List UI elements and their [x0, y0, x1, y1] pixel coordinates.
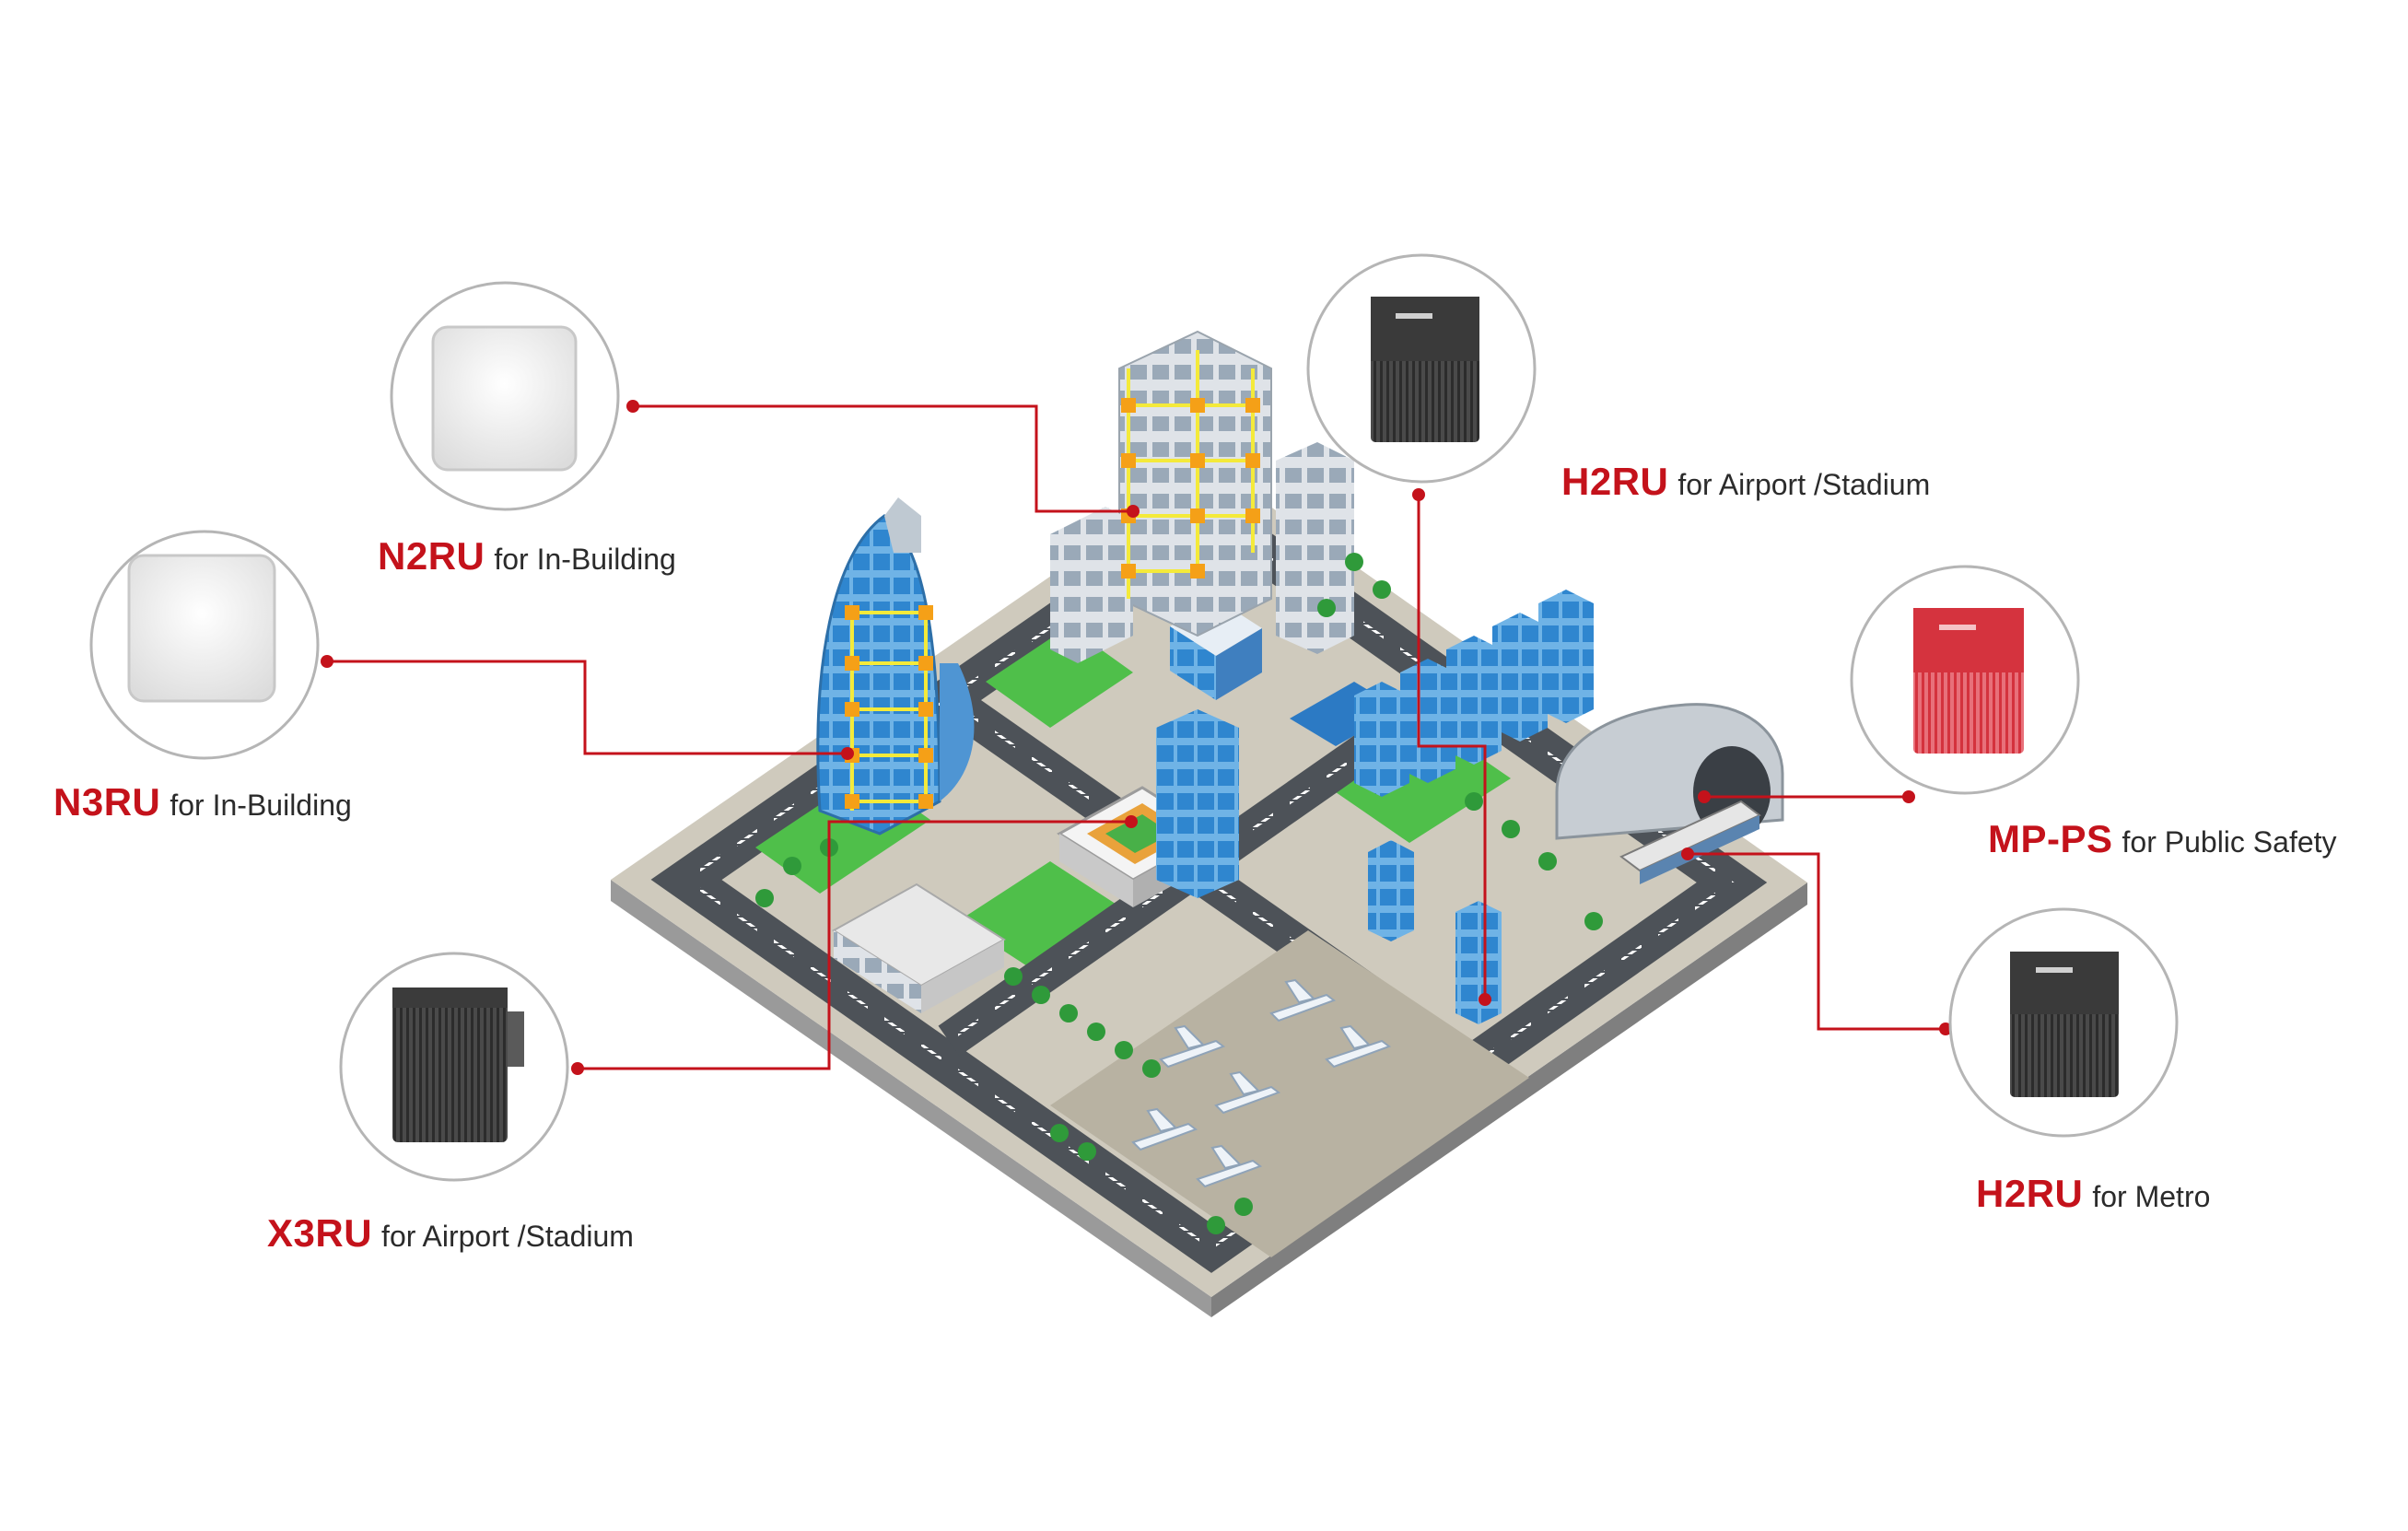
glass-towers — [1156, 590, 1594, 1024]
connector-h2ru-airport — [1417, 495, 1487, 999]
product-desc-n2ru: for In-Building — [494, 543, 676, 576]
product-mp-ps — [1850, 565, 2080, 795]
panel-antenna-icon — [127, 554, 276, 703]
panel-antenna-icon — [431, 325, 578, 472]
label-n2ru: N2RU for In-Building — [378, 537, 676, 576]
product-code-n2ru: N2RU — [378, 534, 485, 578]
product-x3ru — [339, 952, 569, 1182]
product-desc-h2ru-airport: for Airport /Stadium — [1677, 468, 1931, 501]
product-code-h2ru-metro: H2RU — [1976, 1172, 2084, 1215]
metro-tunnel — [1555, 703, 1784, 884]
product-n3ru — [89, 530, 320, 760]
connector-h2ru-metro — [1688, 852, 1946, 1031]
connector-n3ru — [327, 660, 847, 755]
radio-unit-icon — [392, 988, 508, 1142]
connector-x3ru — [578, 820, 1131, 1070]
product-desc-h2ru-metro: for Metro — [2092, 1180, 2211, 1213]
glass-skyscraper — [816, 497, 975, 836]
trees — [755, 553, 1603, 1234]
product-desc-n3ru: for In-Building — [169, 789, 352, 822]
office-building — [1050, 330, 1354, 663]
connector-endpoints — [321, 400, 1952, 1075]
label-mp-ps: MP-PS for Public Safety — [1988, 820, 2337, 859]
connector-lines — [327, 404, 1946, 1070]
product-code-mp-ps: MP-PS — [1988, 817, 2113, 860]
product-code-x3ru: X3RU — [267, 1211, 373, 1255]
antenna-grid-n2ru — [1121, 350, 1260, 599]
antenna-grid-n3ru — [845, 605, 933, 811]
product-code-n3ru: N3RU — [53, 780, 161, 824]
product-desc-mp-ps: for Public Safety — [2122, 825, 2337, 859]
product-h2ru-metro — [1948, 907, 2179, 1138]
product-code-h2ru-airport: H2RU — [1561, 460, 1669, 503]
product-n2ru — [390, 281, 620, 511]
product-h2ru-airport — [1306, 253, 1537, 484]
airport-apron — [1050, 930, 1529, 1257]
connector-n2ru — [633, 404, 1133, 513]
product-desc-x3ru: for Airport /Stadium — [381, 1220, 634, 1253]
